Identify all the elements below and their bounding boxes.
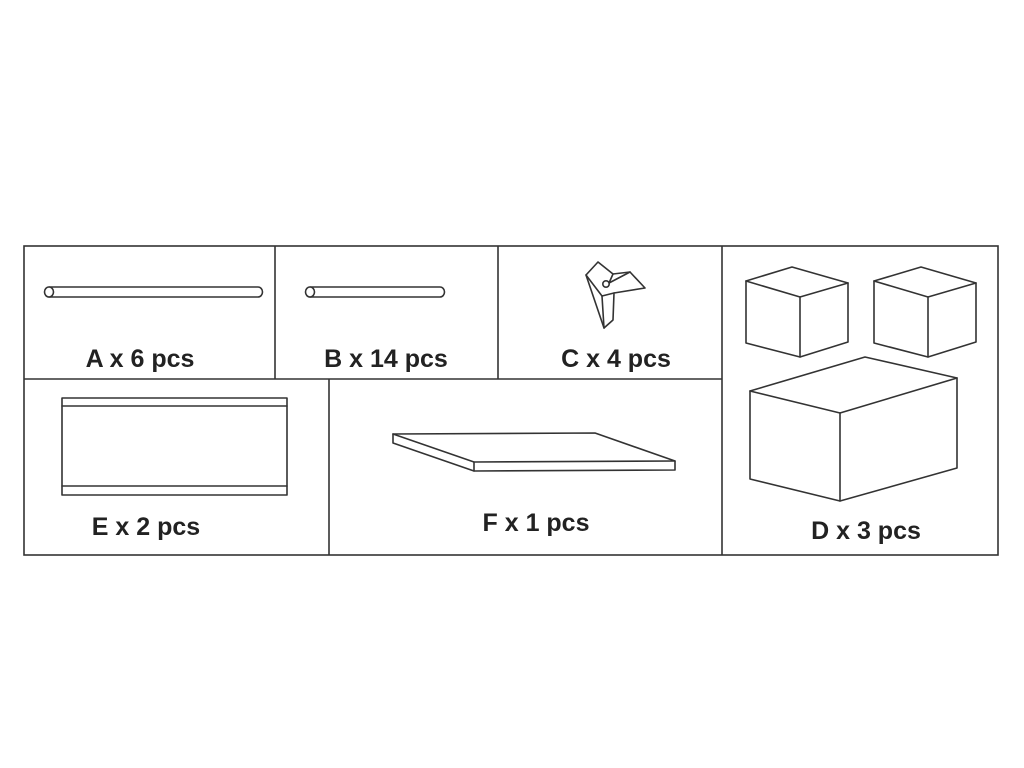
part-b-cell: B x 14 pcs xyxy=(304,286,448,373)
part-e-cell: E x 2 pcs xyxy=(61,397,288,541)
storage-box-icon xyxy=(745,266,977,502)
long-rod-icon xyxy=(43,286,264,298)
side-panel-icon xyxy=(61,397,288,496)
outer-border xyxy=(23,245,999,556)
part-d-label: D x 3 pcs xyxy=(811,517,921,545)
flat-board-icon xyxy=(392,432,676,472)
three-way-connector-icon xyxy=(585,261,646,329)
part-d-cell: D x 3 pcs xyxy=(745,266,977,545)
short-rod-icon xyxy=(304,286,446,298)
part-f-cell: F x 1 pcs xyxy=(392,432,676,537)
large-box xyxy=(749,356,958,502)
part-a-cell: A x 6 pcs xyxy=(43,286,264,373)
part-c-label: C x 4 pcs xyxy=(561,345,671,373)
part-a-label: A x 6 pcs xyxy=(86,345,195,373)
small-box-left xyxy=(745,266,849,358)
part-c-cell: C x 4 pcs xyxy=(561,261,671,373)
part-e-label: E x 2 pcs xyxy=(92,513,200,541)
part-b-label: B x 14 pcs xyxy=(324,345,448,373)
small-box-right xyxy=(873,266,977,358)
grid-frame xyxy=(23,245,999,556)
part-f-label: F x 1 pcs xyxy=(483,509,590,537)
